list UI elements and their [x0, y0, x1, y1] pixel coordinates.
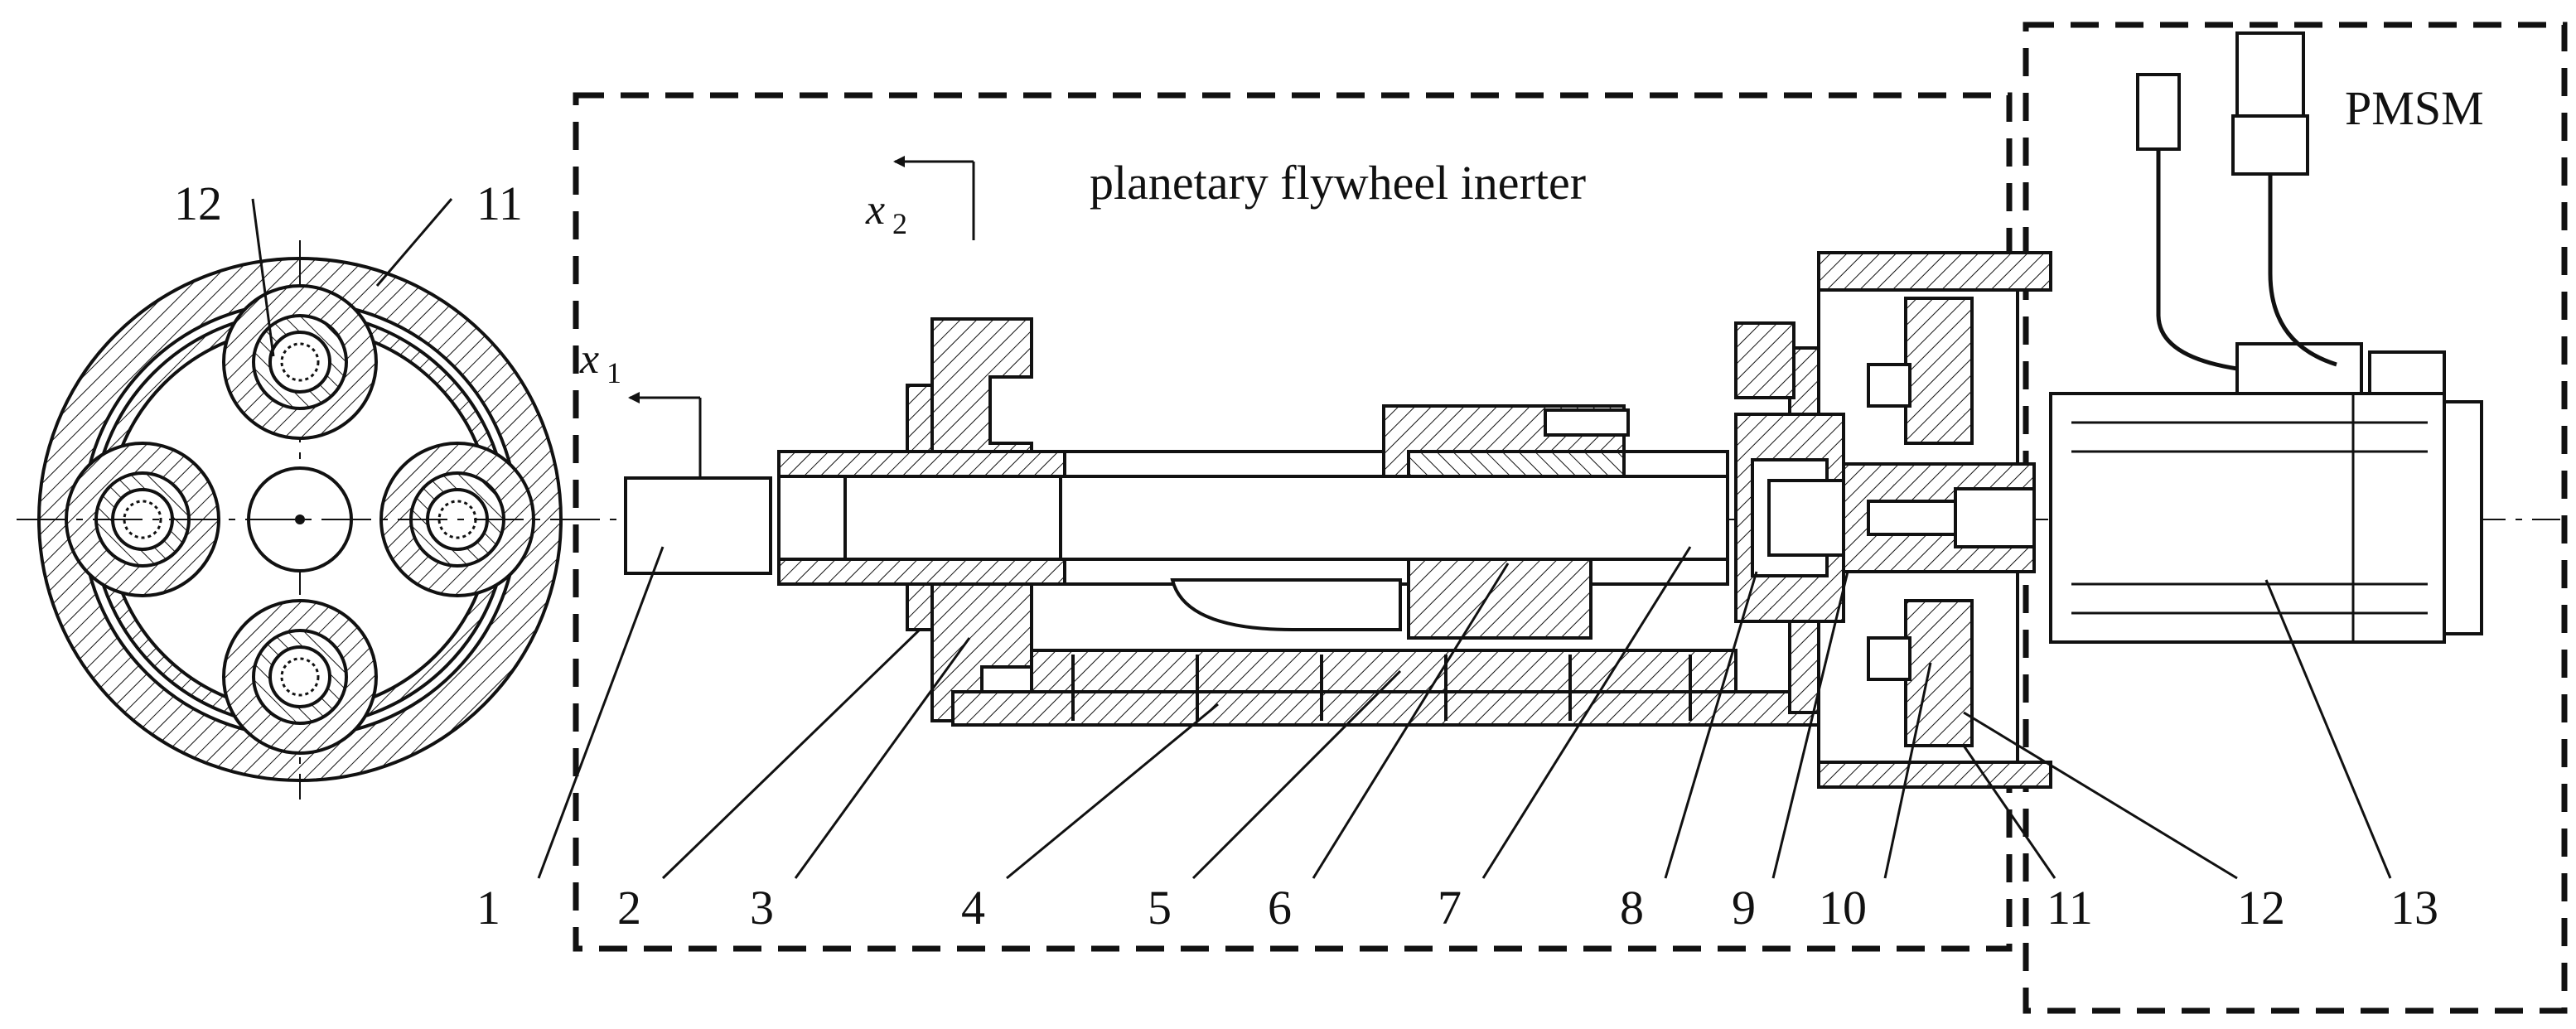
x1-subscript: 1	[607, 356, 621, 389]
x2-symbol: x	[865, 186, 885, 234]
encoder-cable	[2156, 141, 2238, 371]
end-view-center-dot	[295, 514, 305, 524]
planet-gear-bottom	[222, 599, 378, 755]
callout-2: 2	[617, 881, 641, 935]
callout-11: 11	[2047, 881, 2093, 935]
planet-gear-top	[222, 284, 378, 440]
callout-9: 9	[1732, 881, 1756, 935]
motor-coupling	[1954, 487, 2036, 548]
x1-symbol: x	[579, 336, 599, 383]
end-view: 12 11	[17, 176, 583, 800]
motor-body	[2049, 392, 2446, 644]
x2-subscript: 2	[892, 207, 907, 240]
inerter-title: planetary flywheel inerter	[1090, 156, 1586, 210]
power-plug-body	[2231, 114, 2309, 176]
rail-screws	[1071, 655, 1692, 721]
end-view-label-11: 11	[476, 176, 523, 230]
tube-wall-top	[777, 450, 1066, 478]
power-plug	[2235, 31, 2305, 118]
callout-6: 6	[1268, 881, 1292, 935]
nut-thread-top	[1407, 450, 1626, 478]
nut-cavity	[1170, 578, 1402, 631]
end-view-label-12: 12	[174, 176, 222, 230]
planet-gear-upper	[1904, 297, 1974, 445]
motor-end-cap	[2443, 400, 2483, 635]
rod-end	[624, 476, 772, 575]
callout-4: 4	[961, 881, 985, 935]
front-cover-top	[930, 317, 1033, 453]
carrier-bolt-upper	[1867, 363, 1911, 408]
front-cover-bottom	[930, 582, 1033, 722]
planet-gear-lower	[1904, 599, 1974, 747]
leader-lines	[537, 546, 2392, 880]
tube-wall-bottom	[777, 558, 1066, 586]
power-cable	[2268, 166, 2337, 367]
inerter-section	[624, 251, 2052, 789]
x2-arrow: x 2	[865, 156, 975, 240]
carrier-bolt-lower	[1867, 636, 1911, 681]
callout-5: 5	[1148, 881, 1172, 935]
callout-10: 10	[1819, 881, 1867, 935]
callout-3: 3	[750, 881, 774, 935]
callout-12: 12	[2237, 881, 2285, 935]
pmsm-title: PMSM	[2345, 81, 2484, 135]
front-cover-lip-bottom	[906, 582, 934, 631]
front-cover-lip-top	[906, 384, 934, 453]
motor-fins	[2071, 394, 2428, 642]
callout-8: 8	[1620, 881, 1644, 935]
callout-13: 13	[2390, 881, 2438, 935]
cylinder-bottom-wall	[951, 690, 1833, 727]
leader-end-11	[375, 198, 453, 287]
encoder-box	[2368, 350, 2446, 395]
terminal-box	[2235, 342, 2363, 395]
ball-nut-bottom	[1407, 558, 1592, 640]
callout-1: 1	[476, 881, 500, 935]
nut-bolt	[1544, 408, 1630, 437]
leader-end-12	[251, 198, 275, 357]
guide-rail	[1030, 649, 1737, 693]
callout-numbers: 1 2 3 4 5 6 7 8 9 10 11 12 13	[476, 881, 2438, 935]
callout-7: 7	[1438, 881, 1462, 935]
encoder-plug	[2136, 73, 2181, 151]
x1-arrow: x 1	[579, 336, 702, 478]
pmsm-motor	[2049, 31, 2483, 644]
screw-shaft	[1059, 475, 1729, 561]
rear-flange-top	[1734, 321, 1795, 399]
